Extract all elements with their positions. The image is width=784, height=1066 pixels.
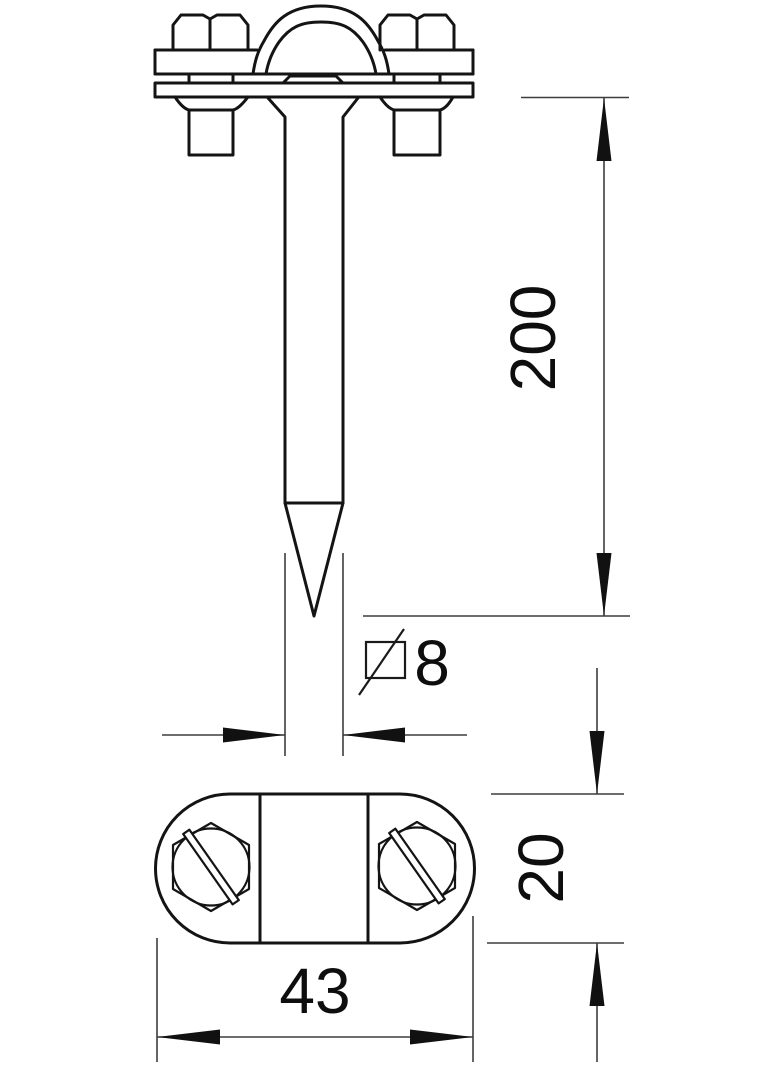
dimension-rod-square: 8 (162, 553, 467, 756)
lower-clamp-plate (153, 81, 475, 99)
square-section-icon (358, 628, 407, 696)
right-bolt-shank (378, 95, 455, 157)
dim-20-label: 20 (505, 832, 577, 903)
clamp-body-outline (154, 792, 476, 945)
left-screw-hex (171, 821, 251, 913)
right-screw-slot (388, 827, 446, 905)
upper-clamp-plate (153, 48, 475, 76)
arrowhead-right (410, 1029, 473, 1045)
left-screw-slot (182, 828, 240, 906)
saddle-bridge (251, 4, 391, 76)
right-screw-hex (377, 820, 457, 912)
right-screw (377, 820, 457, 912)
arrowhead-down (596, 553, 612, 616)
plan-view (154, 792, 476, 945)
saddle-inner-curve (264, 20, 378, 76)
dim-8-label: 8 (414, 627, 450, 699)
left-bolt-head (171, 13, 250, 52)
earth-spike (266, 96, 360, 618)
left-bolt-shank (173, 95, 250, 157)
arrowhead-up (589, 943, 605, 1006)
arrowhead-up (596, 98, 612, 161)
dim-43-label: 43 (279, 955, 350, 1027)
right-bolt-head (378, 13, 456, 52)
arrowhead-left (157, 1029, 220, 1045)
dimension-clamp-height: 20 (487, 668, 624, 1062)
dim-200-label: 200 (497, 285, 569, 392)
saddle-outer-curve (251, 4, 391, 76)
dimension-spike-length: 200 (363, 96, 630, 617)
arrowhead-left (343, 727, 405, 743)
arrowhead-down (589, 731, 605, 794)
dimension-clamp-width: 43 (156, 916, 474, 1062)
front-view (153, 4, 475, 618)
left-screw (171, 821, 251, 913)
arrowhead-right (223, 727, 285, 743)
